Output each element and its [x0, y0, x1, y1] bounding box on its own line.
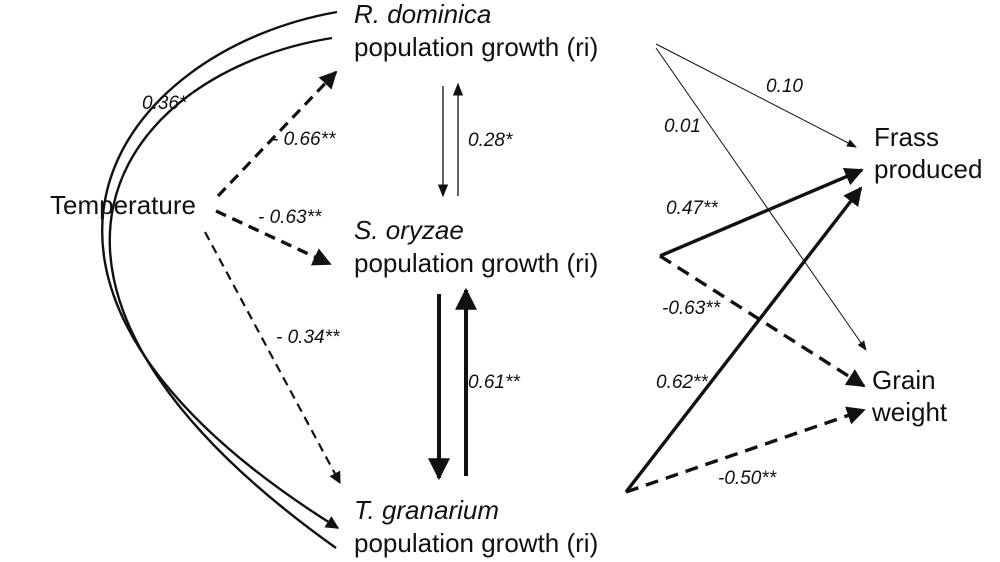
coef-rdominica-grain: 0.01 — [664, 116, 701, 137]
node-soryzae-subtitle: population growth (ri) — [354, 248, 598, 278]
coef-soryzae-frass: 0.47** — [666, 198, 718, 219]
node-frass-line2: produced — [874, 154, 982, 184]
edge-soryzae-to-grain — [659, 254, 866, 388]
edge-soryzae-to-frass — [659, 167, 864, 258]
coef-rdominica-tgranarium: 0.36* — [142, 93, 187, 114]
coef-temp-tgranarium: - 0.34** — [276, 327, 340, 348]
coef-temp-soryzae: - 0.63** — [258, 207, 322, 228]
node-grain-line1: Grain — [872, 365, 936, 395]
node-grain: Grain weight — [871, 365, 948, 427]
node-grain-line2: weight — [871, 397, 948, 427]
coef-tgranarium-grain: -0.50** — [718, 468, 777, 489]
edge-rdominica-tgranarium-curve — [101, 10, 340, 549]
node-temperature: Temperature — [50, 190, 196, 220]
node-tgranarium-subtitle: population growth (ri) — [354, 528, 598, 558]
node-tgranarium: T. granarium population growth (ri) — [354, 495, 598, 558]
node-soryzae-species: S. oryzae — [354, 215, 464, 245]
node-rdominica: R. dominica population growth (ri) — [354, 0, 598, 62]
coef-rdominica-soryzae: 0.28* — [468, 130, 513, 151]
coef-tgranarium-frass: 0.62** — [656, 372, 708, 393]
node-tgranarium-species: T. granarium — [354, 495, 499, 525]
curve-outer-arrow — [101, 10, 340, 530]
edge-rdominica-to-grain — [655, 47, 867, 351]
node-rdominica-species: R. dominica — [354, 0, 491, 29]
node-frass: Frass produced — [874, 122, 982, 184]
node-rdominica-subtitle: population growth (ri) — [354, 32, 598, 62]
edge-temp-to-soryzae — [215, 209, 332, 266]
node-frass-line1: Frass — [874, 122, 939, 152]
coef-rdominica-frass: 0.10 — [766, 76, 803, 97]
node-soryzae: S. oryzae population growth (ri) — [354, 215, 598, 278]
edge-temp-to-tgranarium — [204, 231, 341, 485]
coef-soryzae-tgranarium: 0.61** — [468, 372, 520, 393]
edge-rdominica-to-frass — [655, 43, 857, 148]
coef-soryzae-grain: -0.63** — [662, 298, 721, 319]
edge-tgranarium-to-frass — [624, 186, 863, 494]
curve-inner-line — [108, 36, 337, 549]
coef-temp-rdominica: - 0.66** — [272, 129, 336, 150]
edge-temp-to-rdominica — [216, 70, 338, 198]
